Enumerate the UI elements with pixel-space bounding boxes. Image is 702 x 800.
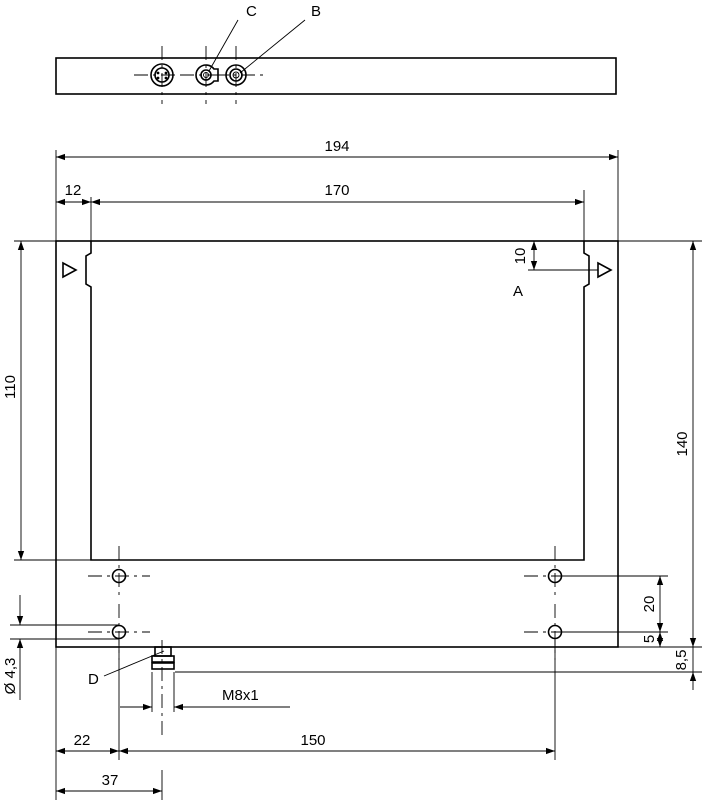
- top-connector-b: [214, 46, 264, 104]
- dim-overall-height: 140: [674, 431, 691, 456]
- callout-c-leader: [208, 19, 239, 72]
- marker-triangle-right: [597, 261, 613, 279]
- dim-connector-offset: 8,5: [673, 650, 690, 671]
- dim-inner-width: 170: [324, 182, 349, 199]
- callout-d-leader: [103, 650, 165, 677]
- dim-inner-height: 110: [2, 375, 19, 399]
- front-view: D: [55, 240, 619, 735]
- dim-left-offset: 12: [65, 182, 82, 199]
- dim-connector-thread: M8x1: [222, 687, 259, 704]
- dim-connector-position: 37: [102, 772, 119, 789]
- callout-a: A: [513, 283, 523, 300]
- callout-c: C: [246, 3, 257, 20]
- callout-d: D: [88, 671, 99, 688]
- marker-triangle-left: [62, 261, 78, 279]
- housing-outline: [55, 240, 619, 648]
- dim-hole-bottom-offset: 5: [641, 635, 658, 643]
- mounting-hole-2: [524, 546, 586, 600]
- window-cutout: [85, 241, 590, 561]
- dimensions: 194 170 12 10 A 110 140 20 5 8,5 Ø 4,3: [2, 138, 702, 800]
- dim-hole-left-offset: 22: [74, 732, 91, 749]
- top-view: C B: [55, 3, 617, 104]
- dim-overall-width: 194: [324, 138, 349, 155]
- connector-d: [151, 640, 175, 735]
- dim-notch-depth: 10: [512, 248, 529, 265]
- dim-hole-pitch-vertical: 20: [641, 596, 658, 613]
- dim-hole-diameter: Ø 4,3: [2, 658, 19, 695]
- dim-hole-pitch-horizontal: 150: [300, 732, 325, 749]
- top-connector-c: [180, 46, 232, 104]
- callout-b-leader: [239, 19, 306, 74]
- mounting-hole-1: [88, 546, 150, 600]
- callout-b: B: [311, 3, 321, 20]
- top-view-body: [55, 57, 617, 95]
